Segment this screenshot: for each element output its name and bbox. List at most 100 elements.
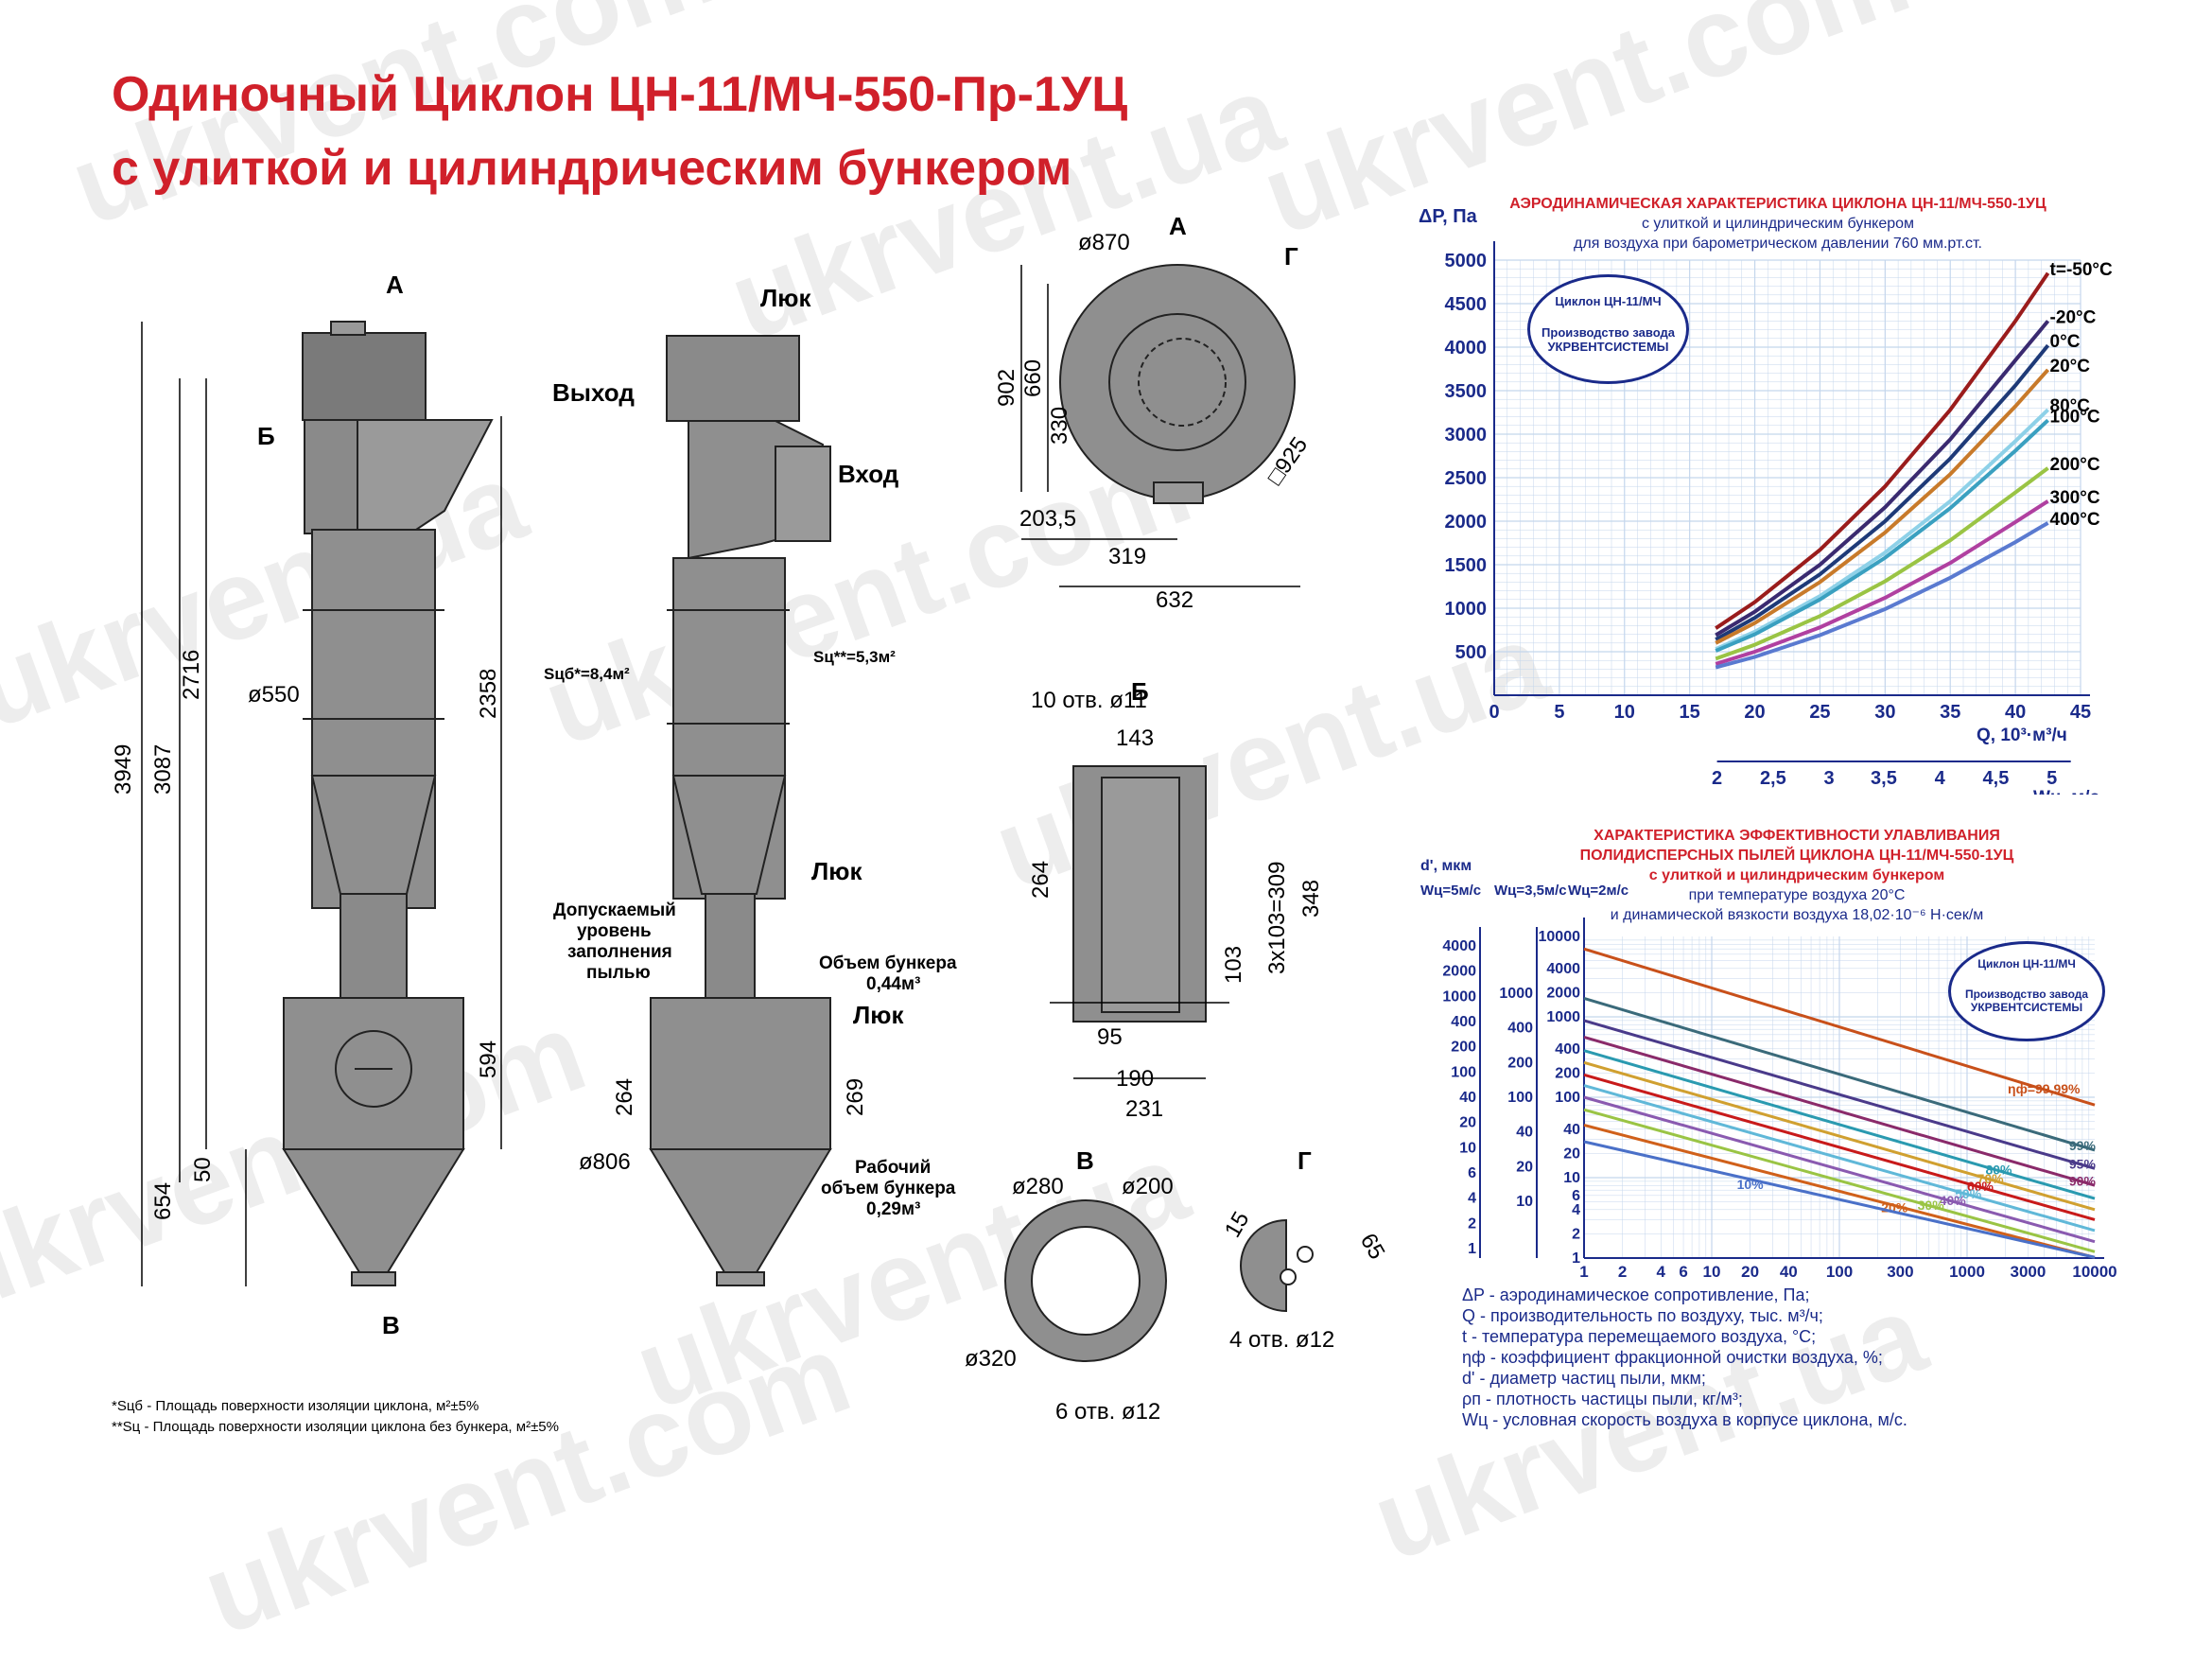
legend-line: ΔP - аэродинамическое сопротивление, Па; (1462, 1285, 1810, 1304)
x2-axis-label: Wц, м/с (2033, 788, 2100, 795)
series-line (1583, 1060, 2096, 1212)
view-g-clamp (1240, 1218, 1314, 1313)
hatch-label: Люк (853, 1001, 904, 1029)
series-label: 400°C (2050, 510, 2100, 530)
x-tick-label: 35 (1940, 702, 1960, 723)
series-label: 0°C (2050, 332, 2081, 352)
x2-tick-label: 3,5 (1871, 768, 1897, 789)
chart2-subtitle2: при температуре воздуха 20°С (1688, 887, 1906, 903)
top-view-a (1059, 264, 1296, 504)
y-tick-label: 200 (1451, 1040, 1476, 1056)
dim-d320: ø320 (965, 1346, 1017, 1372)
y-tick-label: 100 (1507, 1090, 1533, 1106)
page-subtitle: с улиткой и цилиндрическим бункером (112, 141, 1072, 196)
dim-15: 15 (1220, 1207, 1255, 1242)
view-mark-g: Г (1284, 242, 1298, 271)
chart1-title-block: АЭРОДИНАМИЧЕСКАЯ ХАРАКТЕРИСТИКА ЦИКЛОНА … (1400, 194, 2156, 254)
dim-330: 330 (1047, 407, 1072, 445)
cyclone-side-view (649, 335, 832, 1286)
allowed-level-label: Допускаемый (553, 900, 676, 920)
y-tick-label: 500 (1455, 642, 1487, 663)
dim-103: 103 (1221, 946, 1246, 984)
dim-594: 594 (476, 1040, 501, 1078)
dim-231: 231 (1125, 1096, 1163, 1122)
series-label: 40% (1940, 1193, 1967, 1208)
bunker-volume-value: 0,44м³ (866, 974, 920, 994)
dim-654: 654 (150, 1182, 176, 1220)
dim-348: 348 (1298, 880, 1324, 918)
y-tick-label: 100 (1451, 1064, 1476, 1080)
allowed-level-label: пылью (586, 963, 651, 983)
dim-143: 143 (1116, 726, 1154, 751)
logo-line1: Циклон ЦН-11/МЧ (1977, 957, 2076, 970)
y-tick-label: 5000 (1445, 251, 1488, 271)
logo-line2: Производство завода (1541, 325, 1675, 340)
y-axis-caption: Wц=3,5м/с (1494, 883, 1567, 899)
series-label: 50% (1955, 1186, 1982, 1201)
dim-3949: 3949 (111, 744, 136, 795)
chart2-title-block: ХАРАКТЕРИСТИКА ЭФФЕКТИВНОСТИ УЛАВЛИВАНИЯ… (1437, 826, 2156, 925)
work-volume-label: объем бункера (821, 1179, 956, 1198)
series-line (1715, 418, 2049, 653)
y-tick-label: 20 (1563, 1145, 1580, 1162)
x2-tick-label: 4 (1935, 768, 1946, 789)
chart1-subtitle2: для воздуха при барометрическом давлении… (1574, 236, 1982, 252)
series-line (1583, 1073, 2096, 1221)
chart1-title: АЭРОДИНАМИЧЕСКАЯ ХАРАКТЕРИСТИКА ЦИКЛОНА … (1509, 196, 2047, 212)
dim-95: 95 (1097, 1024, 1123, 1050)
series-label: 95% (2069, 1157, 2097, 1172)
holes-b: 10 отв. ø11 (1031, 688, 1147, 713)
y-tick-label: 2000 (1442, 964, 1476, 980)
view-title-b: Б (1131, 677, 1149, 706)
x-tick-label: 6 (1679, 1263, 1687, 1281)
x-tick-label: 100 (1826, 1263, 1853, 1281)
work-volume-label: Рабочий (855, 1158, 931, 1178)
view-v-flange (1004, 1199, 1167, 1362)
dim-203: 203,5 (1019, 506, 1076, 532)
y-tick-label: 20 (1516, 1159, 1533, 1175)
dim-3087: 3087 (150, 744, 176, 795)
series-line (1583, 1084, 2096, 1233)
dim-632: 632 (1156, 587, 1193, 613)
chart2-title2: ПОЛИДИСПЕРСНЫХ ПЫЛЕЙ ЦИКЛОНА ЦН-11/МЧ-55… (1579, 848, 2014, 864)
y-tick-label: 100 (1555, 1090, 1580, 1106)
series-line (1715, 368, 2050, 645)
aerodynamic-chart: 5001000150020002500300035004000450050000… (1419, 208, 2113, 795)
y-tick-label: 2 (1468, 1215, 1476, 1232)
y-tick-label: 4500 (1445, 294, 1488, 315)
y-tick-label: 4000 (1546, 961, 1580, 977)
x2-tick-label: 5 (2047, 768, 2057, 789)
y-tick-label: 1000 (1442, 988, 1476, 1005)
dim-50: 50 (190, 1157, 216, 1182)
y-tick-label: 1000 (1499, 986, 1533, 1002)
bunker-volume-label: Объем бункера (819, 953, 957, 973)
y-tick-label: 3500 (1445, 381, 1488, 402)
y-tick-label: 10 (1563, 1170, 1580, 1186)
hatch-label: Люк (811, 857, 862, 885)
series-line (1715, 320, 2050, 638)
series-line (1583, 947, 2096, 1107)
cyclone-front-view (282, 321, 494, 1286)
legend-line: t - температура перемещаемого воздуха, °… (1462, 1327, 1817, 1346)
series-line (1715, 343, 2050, 641)
legend-line: ρп - плотность частицы пыли, кг/м³; (1462, 1390, 1743, 1408)
series-label: 60% (1967, 1179, 1994, 1194)
dim-269: 269 (843, 1078, 868, 1116)
y-tick-label: 1 (1572, 1250, 1580, 1267)
exit-label: Выход (552, 378, 635, 407)
x-tick-label: 3000 (2010, 1263, 2046, 1281)
series-label: -20°C (2050, 307, 2097, 327)
allowed-level-label: уровень (577, 921, 652, 941)
y-tick-label: 1000 (1546, 1009, 1580, 1025)
dim-2358: 2358 (476, 669, 501, 719)
series-line (1583, 1140, 2096, 1259)
legend-line: Wц - условная скорость воздуха в корпусе… (1462, 1410, 1907, 1429)
x-tick-label: 10 (1703, 1263, 1721, 1281)
x-tick-label: 1000 (1949, 1263, 1985, 1281)
series-line (1715, 521, 2049, 670)
x-tick-label: 10000 (2072, 1263, 2116, 1281)
y-tick-label: 1000 (1445, 599, 1488, 620)
x-tick-label: 4 (1657, 1263, 1666, 1281)
y-tick-label: 6 (1468, 1165, 1476, 1181)
y-tick-label: 40 (1459, 1090, 1476, 1106)
